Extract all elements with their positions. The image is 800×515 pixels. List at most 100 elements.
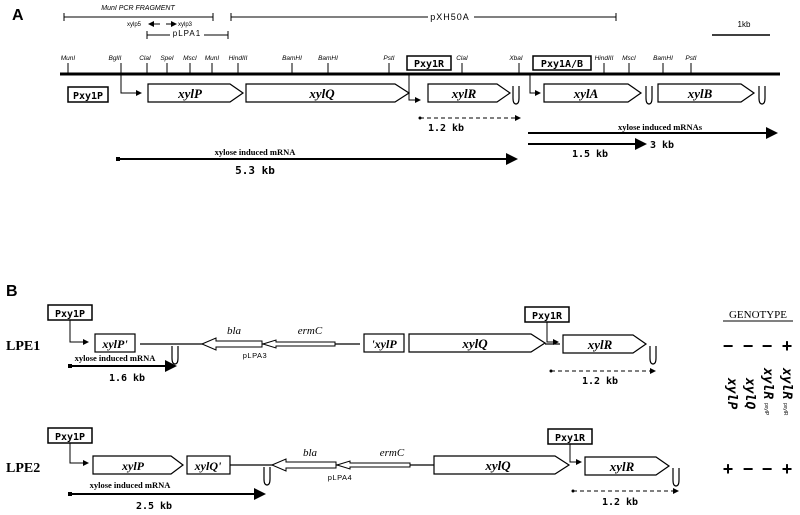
lpe2-xylr-size: 1.2 kb (602, 497, 638, 508)
lpe2-genotype-xylr-pxylr: + (782, 459, 793, 479)
lpe2-ermc-gene (335, 460, 411, 470)
plpa1-label: pLPA1 (173, 29, 201, 38)
lpe1-bla-gene (200, 337, 263, 351)
genotype-col-xylq: xylQ (742, 377, 757, 409)
lpe1-mrna-label: xylose induced mRNA (75, 353, 157, 363)
lpe1-mrna-size: 1.6 kb (109, 373, 145, 384)
lpe2-genotype-xylp: + (723, 459, 734, 479)
genotype-sub-pxylp: pxylP (763, 403, 769, 416)
gene-xylr-a (427, 83, 512, 103)
lpe2-pxylr-arrow (569, 444, 582, 465)
lpe2-terminator-1 (263, 467, 271, 486)
terminators-a (512, 86, 766, 105)
pxh50a-bracket (230, 13, 617, 21)
lpe1-terminator-1 (171, 346, 179, 365)
lpe1-pxylp-arrow (69, 320, 89, 345)
lpe2-bla-gene (270, 458, 337, 472)
lpe1-pxylr: Pxy1R (532, 311, 563, 322)
lpe1-gene-xylr (562, 334, 648, 354)
mrna-main-label-a: xylose induced mRNA (215, 147, 297, 157)
lpe1-gene2-label: 'xylP (371, 337, 397, 351)
lpe2-bla: bla (303, 447, 318, 459)
gene-xylp-label-a: xylP (177, 86, 203, 101)
promoter-pxylp-box-a (67, 86, 109, 103)
gene-xylp-a (147, 83, 245, 103)
lpe1-name: LPE1 (6, 339, 40, 354)
scale-label: 1kb (738, 20, 751, 29)
site-clai-1: ClaI (139, 55, 151, 62)
site-msci-2: MscI (622, 55, 636, 62)
mrna-xylb-size: 3 kb (650, 140, 674, 151)
promoter-pxylr-box-a (406, 55, 452, 71)
lpe2-gene-xylp (92, 455, 184, 475)
lpe2-name: LPE2 (6, 461, 40, 476)
lpe1-pxylr-arrow (546, 322, 559, 345)
lpe2-genotype-xylq: − (743, 459, 754, 479)
gene-xyla-label-a: xylA (573, 86, 599, 101)
gene-xylq-label-a: xylQ (308, 86, 335, 101)
lpe2-pxylp-arrow (69, 443, 89, 466)
site-muni-2: MunI (205, 55, 220, 62)
lpe1-pxylp: Pxy1P (55, 309, 85, 320)
lpe2-gene-xylr (584, 456, 671, 476)
lpe2-gene4-label: xylR (609, 459, 635, 474)
promoter-pxylab-box (532, 55, 592, 71)
lpe2-ermc: ermC (380, 447, 405, 459)
promoter-pxylr-a: Pxy1R (414, 59, 445, 70)
promoter-pxylab: Pxy1A/B (541, 59, 583, 70)
site-bamhi-2: BamHI (318, 55, 338, 62)
xylp5-label: xylp5 (127, 22, 142, 28)
mrna-xyla-size: 1.5 kb (572, 149, 608, 160)
lpe2-mrna-size: 2.5 kb (136, 501, 172, 512)
lpe1-genotype-xylq: − (743, 336, 754, 356)
lpe2-pxylp: Pxy1P (55, 432, 85, 443)
panel-a-label: A (12, 7, 24, 24)
mrna-xylose-induced-mrnas: xylose induced mRNAs (618, 122, 703, 132)
lpe1-genotype-xylr-pxylr: + (782, 336, 793, 356)
panel-b-label: B (6, 283, 18, 300)
lpe2-pxylr: Pxy1R (555, 433, 586, 444)
lpe1-terminator-2 (649, 346, 657, 365)
lpe2-gene1-label: xylP (121, 459, 145, 473)
lpe1-gene4-label: xylR (587, 337, 613, 352)
genotype-header: GENOTYPE (729, 309, 787, 321)
lpe1-gene-xylq (408, 333, 547, 353)
lpe1-gene3-label: xylQ (461, 336, 488, 351)
promoter-arrows-a (120, 74, 541, 103)
mrna-xylr-size-a: 1.2 kb (428, 123, 464, 134)
site-xbai: XbaI (508, 55, 523, 62)
lpe1-genotype-xylp: − (723, 336, 734, 356)
muni-pcr-fragment-bracket (63, 13, 214, 21)
lpe1-gene-xylp-prime (94, 333, 136, 353)
lpe2-terminator-2 (672, 468, 680, 487)
site-muni-1: MunI (61, 55, 76, 62)
genotype-col-xylp: xylP (724, 377, 739, 409)
genotype-sub-pxylr: pxylR (782, 403, 788, 416)
pxh50a-label: pXH50A (430, 12, 470, 22)
lpe2-gene-xylq (433, 455, 571, 475)
lpe2-gene2-label: xylQ' (194, 459, 222, 473)
site-psti-1: PstI (383, 55, 394, 62)
genotype-col-xylr-pxylp: xylR (760, 367, 775, 399)
lpe1-bla: bla (227, 325, 242, 337)
lpe1-xylr-size: 1.2 kb (582, 376, 618, 387)
site-ticks (67, 63, 692, 73)
gene-xyla-a (543, 83, 643, 103)
site-bamhi-1: BamHI (282, 55, 302, 62)
site-spei: SpeI (160, 55, 174, 62)
lpe1-genotype-xylr-pxylp: − (762, 336, 773, 356)
site-psti-2: PstI (685, 55, 696, 62)
gene-xylb-a (657, 83, 756, 103)
genotype-col-xylr-pxylr: xylR (779, 367, 794, 399)
lpe1-gene-prime-xylp (363, 333, 405, 353)
site-hindiii-2: HindIII (595, 55, 614, 62)
lpe1-gene1-label: xylP' (101, 337, 128, 351)
xylp3-label: xylp3 (178, 22, 193, 28)
site-clai-2: ClaI (456, 55, 468, 62)
site-hindiii-1: HindIII (229, 55, 248, 62)
lpe2-mrna-label: xylose induced mRNA (90, 480, 172, 490)
mrna-main-size-a: 5.3 kb (235, 164, 275, 177)
gene-xylq-a (245, 83, 411, 103)
gene-xylb-label-a: xylB (687, 86, 713, 101)
